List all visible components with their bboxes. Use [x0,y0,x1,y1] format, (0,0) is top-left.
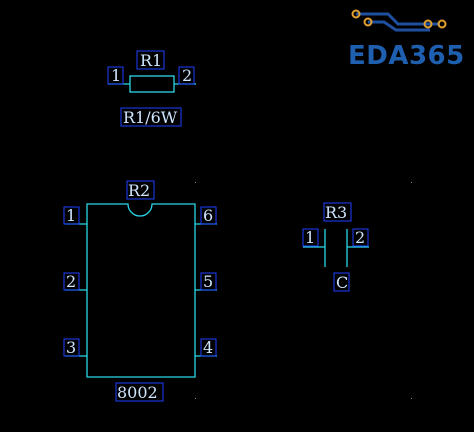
r1-pin2-label: 2 [182,66,192,85]
r2-pin3-box [63,338,80,357]
r3-designator: R3 [325,203,347,222]
r2-pin2-label: 2 [66,272,76,291]
r1-pin2-box [178,66,195,85]
r3-pin1-box [302,228,319,247]
r1-pin1-box [107,66,124,85]
r1-designator-box [136,50,165,70]
component-r1[interactable]: R1 1 2 R1/6W [107,50,196,127]
eda365-logo: EDA365 [348,9,465,71]
r2-pin2-box [63,272,80,291]
r2-pin1-box [63,206,80,225]
r1-pin1-label: 1 [111,66,121,85]
r2-pin5-label: 5 [203,272,213,291]
r2-part-number: 8002 [117,383,158,402]
r2-pin6-label: 6 [203,206,213,225]
r3-pin2-label: 2 [355,228,365,247]
r2-pin5-box [200,272,217,291]
logo-text: EDA365 [348,41,465,71]
r2-pin1-label: 1 [66,206,76,225]
r2-pin4-label: 4 [203,338,213,357]
component-r2[interactable]: R2 1 2 3 6 5 4 8002 [63,180,217,402]
r3-pin2-box [352,228,369,247]
r1-designator: R1 [140,51,162,70]
r2-ic-body [86,203,196,378]
r2-designator: R2 [128,181,150,200]
component-r3[interactable]: R3 1 2 C [302,202,369,292]
r2-designator-box [126,180,155,200]
r1-value-box [120,107,182,127]
grid-dots [195,182,412,399]
r3-designator-box [323,202,352,222]
r1-value: R1/6W [123,108,178,127]
r2-part-box [115,382,164,402]
pcb-trace-icon [351,9,447,32]
r2-pin3-label: 3 [66,338,76,357]
r2-pin4-box [200,338,217,357]
r3-value: C [336,273,348,292]
r3-pin1-label: 1 [305,228,315,247]
r2-pin6-box [200,206,217,225]
r3-value-box [333,272,350,292]
